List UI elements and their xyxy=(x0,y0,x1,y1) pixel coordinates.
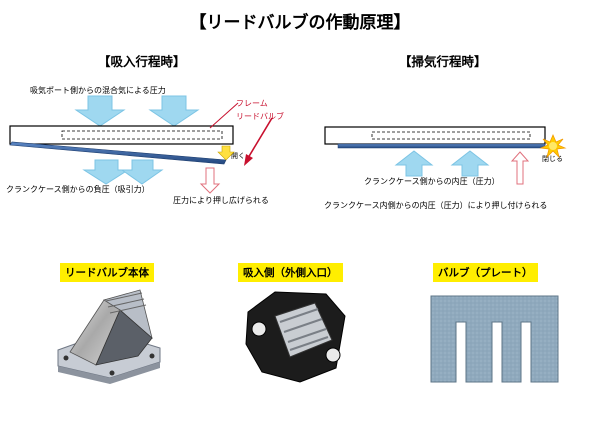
internal-pressure-label: クランクケース側からの内圧（圧力） xyxy=(364,177,500,186)
mixture-arrow-left xyxy=(74,95,126,127)
intake-side-label: 吸入側（外側入口） xyxy=(238,263,343,282)
intake-port-dashed xyxy=(61,130,223,140)
frame-pointer xyxy=(209,102,239,129)
intake-frame-plate xyxy=(9,125,234,145)
suction-arrow-right xyxy=(120,159,164,185)
intake-stroke-heading: 【吸入行程時】 xyxy=(98,54,186,69)
mixture-pressure-label: 吸気ポート側からの混合気による圧力 xyxy=(30,86,166,95)
frame-label: フレーム xyxy=(236,99,268,108)
negative-pressure-label: クランクケース側からの負圧（吸引力） xyxy=(6,185,150,194)
close-burst-icon xyxy=(539,133,567,159)
close-label: 閉じる xyxy=(542,155,563,163)
intake-side-image xyxy=(245,291,346,383)
mixture-arrow-right xyxy=(148,95,200,127)
scavenge-frame-plate xyxy=(324,126,546,145)
scavenge-stroke-heading: 【掃気行程時】 xyxy=(399,54,487,69)
press-shut-arrow-icon xyxy=(510,151,530,185)
suction-arrow-left xyxy=(82,159,130,185)
scavenge-reed-strip xyxy=(337,143,546,149)
pressed-shut-label: クランクケース内側からの内圧（圧力）により押し付けられる xyxy=(324,201,548,210)
valve-plate-image xyxy=(430,295,559,383)
push-open-arrow-icon xyxy=(199,167,221,194)
pushed-open-label: 圧力により押し広げられる xyxy=(173,196,269,205)
reed-valve-body-label: リードバルブ本体 xyxy=(60,263,154,282)
page-title: 【リードバルブの作動原理】 xyxy=(189,13,411,33)
open-label: 開く xyxy=(231,152,245,160)
internal-pressure-arrow-left xyxy=(394,150,434,177)
scavenge-port-dashed xyxy=(371,131,531,140)
valve-plate-label: バルブ（プレート） xyxy=(433,263,538,282)
reed-valve-label: リードバルブ xyxy=(236,112,284,121)
open-arrow-icon xyxy=(217,145,235,161)
reed-valve-body-image xyxy=(57,289,161,384)
internal-pressure-arrow-right xyxy=(450,150,490,177)
reed-pointer xyxy=(244,117,273,166)
